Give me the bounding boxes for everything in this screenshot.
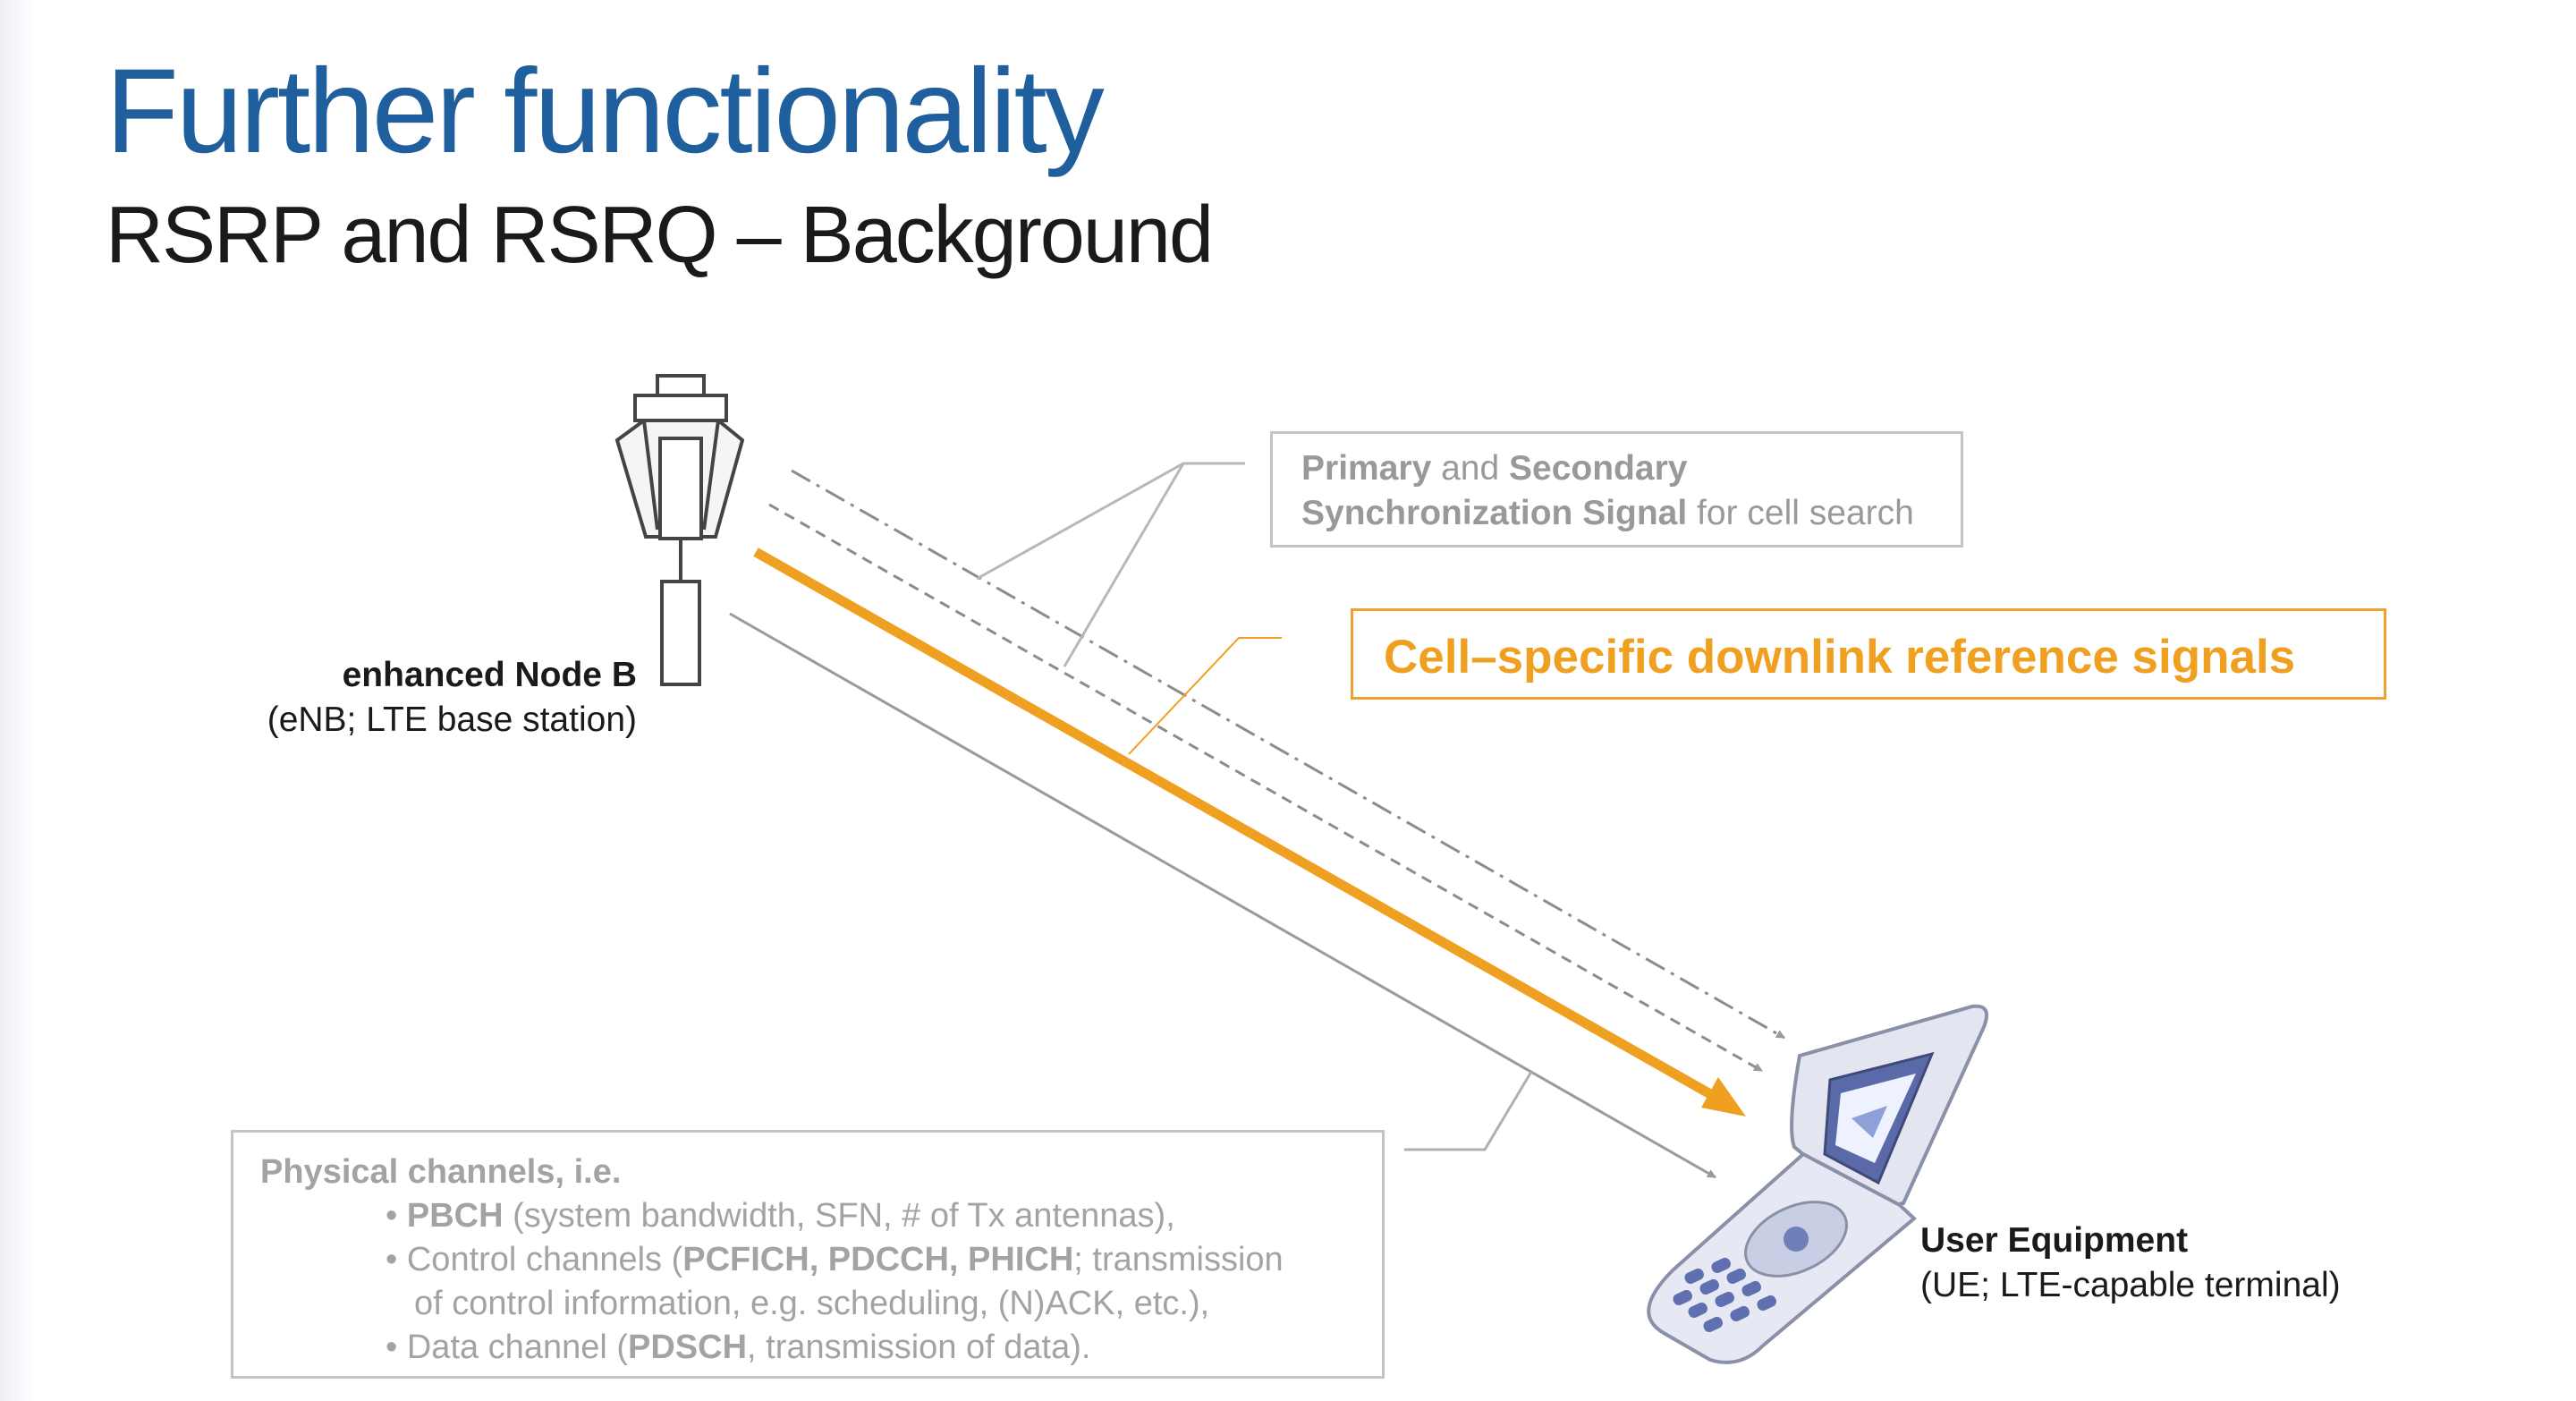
- enb-name: enhanced Node B: [342, 656, 637, 694]
- list-item-control: • Control channels (PCFICH, PDCCH, PHICH…: [260, 1238, 1382, 1282]
- flip-phone-icon: [1647, 1004, 1988, 1364]
- physical-channels-heading: Physical channels, i.e.: [260, 1153, 622, 1191]
- control-channels-label: PCFICH, PDCCH, PHICH: [682, 1241, 1074, 1278]
- pdsch-label: PDSCH: [628, 1329, 748, 1366]
- list-item-pbch: • PBCH (system bandwidth, SFN, # of Tx a…: [260, 1194, 1382, 1238]
- ref-leader-line: [1128, 637, 1282, 755]
- enb-description: (eNB; LTE base station): [267, 700, 637, 739]
- sync-leader-line-2: [1063, 463, 1185, 667]
- data-prefix: • Data channel (: [386, 1329, 629, 1366]
- sync-callout-line1: Primary and Secondary: [1301, 446, 1961, 491]
- sync-signal-arrow-2: [768, 503, 1763, 1073]
- reference-signal-arrowhead: [1701, 1077, 1746, 1117]
- reference-signals-callout: Cell–specific downlink reference signals: [1351, 608, 2386, 700]
- ue-label: User Equipment (UE; LTE-capable terminal…: [1920, 1218, 2341, 1308]
- base-station-icon: [614, 374, 745, 686]
- sync-signal-label: Synchronization Signal: [1301, 494, 1688, 532]
- physical-channel-arrow: [729, 612, 1716, 1179]
- reference-signal-arrow: [753, 548, 1727, 1107]
- phys-leader-line: [1404, 1071, 1533, 1151]
- control-prefix: • Control channels (: [386, 1241, 683, 1278]
- cell-search-label: for cell search: [1687, 494, 1914, 532]
- control-detail: ; transmission: [1073, 1241, 1284, 1278]
- secondary-label: Secondary: [1509, 449, 1688, 488]
- pbch-label: PBCH: [406, 1197, 504, 1235]
- bullet: •: [386, 1197, 407, 1235]
- control-detail-continued: of control information, e.g. scheduling,…: [414, 1285, 1210, 1322]
- page-subtitle: RSRP and RSRQ – Background: [106, 191, 1214, 280]
- data-detail: , transmission of data).: [747, 1329, 1091, 1366]
- primary-label: Primary: [1301, 449, 1432, 488]
- sync-signal-callout: Primary and Secondary Synchronization Si…: [1270, 431, 1963, 548]
- pbch-detail: (system bandwidth, SFN, # of Tx antennas…: [503, 1197, 1175, 1235]
- enb-label: enhanced Node B (eNB; LTE base station): [267, 653, 637, 743]
- and-label: and: [1431, 449, 1510, 488]
- list-item-data: • Data channel (PDSCH, transmission of d…: [260, 1326, 1382, 1370]
- slide-left-edge: [0, 0, 36, 1401]
- sync-leader-line: [976, 462, 1245, 581]
- page-title: Further functionality: [106, 45, 1105, 178]
- physical-channels-callout: Physical channels, i.e. • PBCH (system b…: [231, 1130, 1385, 1379]
- sync-callout-line2: Synchronization Signal for cell search: [1301, 491, 1961, 536]
- sync-signal-arrow: [791, 469, 1785, 1040]
- ue-name: User Equipment: [1920, 1221, 2189, 1260]
- ue-description: (UE; LTE-capable terminal): [1920, 1266, 2341, 1304]
